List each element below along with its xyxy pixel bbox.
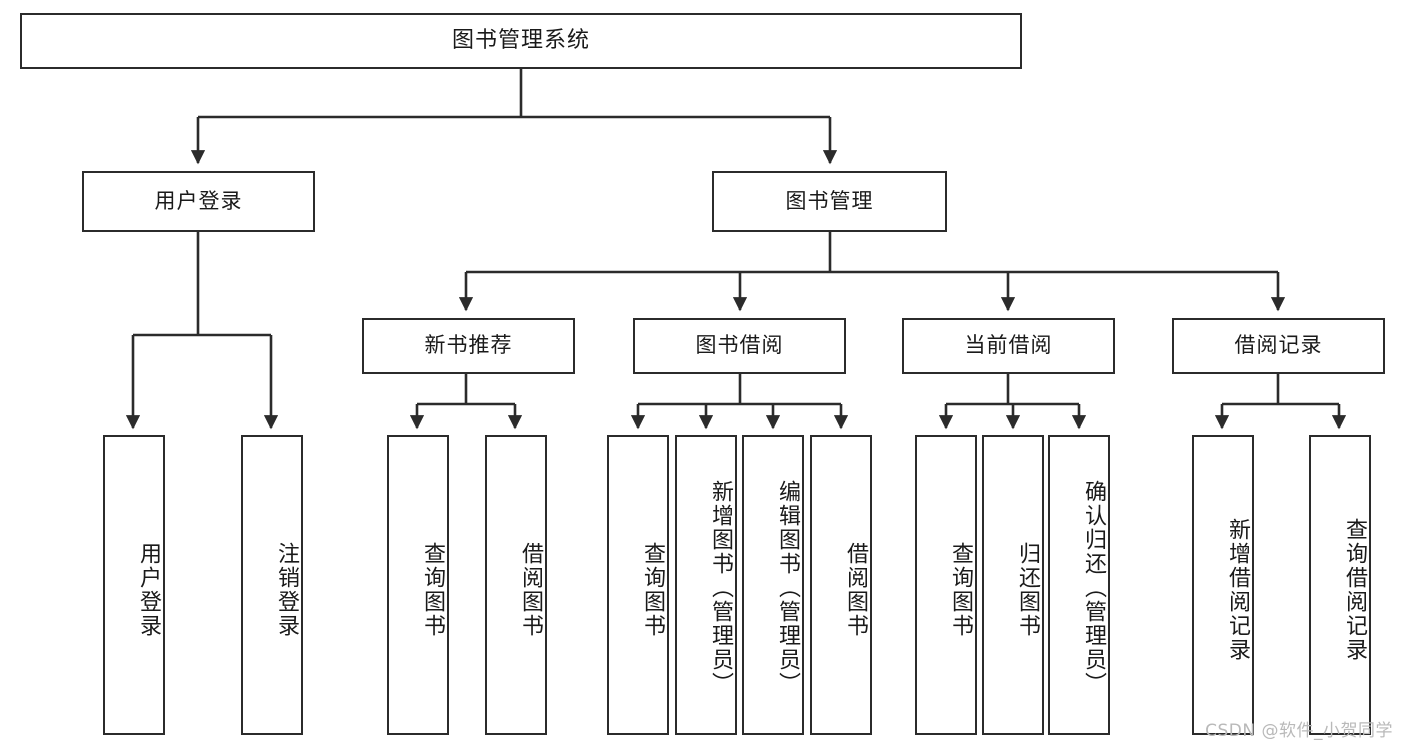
node-leaf-current-borrow-query[interactable]: 查询图书 xyxy=(915,435,977,735)
node-book-management[interactable]: 图书管理 xyxy=(712,171,947,232)
node-user-login[interactable]: 用户登录 xyxy=(82,171,315,232)
node-leaf-borrow-record-add[interactable]: 新增借阅记录 xyxy=(1192,435,1254,735)
csdn-watermark: CSDN @软件_小贺同学 xyxy=(1205,721,1393,741)
node-leaf-book-borrow-query[interactable]: 查询图书 xyxy=(607,435,669,735)
node-book-borrow[interactable]: 图书借阅 xyxy=(633,318,846,374)
node-leaf-book-borrow-edit[interactable]: 编辑图书（管理员） xyxy=(742,435,804,735)
node-leaf-current-borrow-confirm-return[interactable]: 确认归还（管理员） xyxy=(1048,435,1110,735)
node-leaf-current-borrow-return[interactable]: 归还图书 xyxy=(982,435,1044,735)
node-leaf-new-book-query[interactable]: 查询图书 xyxy=(387,435,449,735)
node-leaf-book-borrow-borrow[interactable]: 借阅图书 xyxy=(810,435,872,735)
node-leaf-user-login-signout[interactable]: 注销登录 xyxy=(241,435,303,735)
node-current-borrow[interactable]: 当前借阅 xyxy=(902,318,1115,374)
node-leaf-new-book-borrow[interactable]: 借阅图书 xyxy=(485,435,547,735)
node-new-book-recommend[interactable]: 新书推荐 xyxy=(362,318,575,374)
node-borrow-record[interactable]: 借阅记录 xyxy=(1172,318,1385,374)
node-leaf-book-borrow-add[interactable]: 新增图书（管理员） xyxy=(675,435,737,735)
node-root-book-management-system[interactable]: 图书管理系统 xyxy=(20,13,1022,69)
node-leaf-user-login-signin[interactable]: 用户登录 xyxy=(103,435,165,735)
node-leaf-borrow-record-query[interactable]: 查询借阅记录 xyxy=(1309,435,1371,735)
